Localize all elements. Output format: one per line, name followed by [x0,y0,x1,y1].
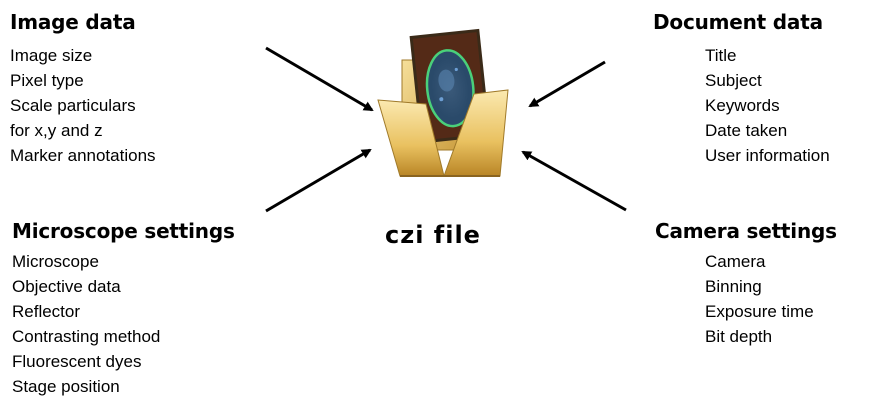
image-data-heading: Image data [10,10,136,34]
arrow-document-data [528,60,606,108]
list-item: Contrasting method [12,327,161,346]
microscope-settings-section: Microscope settings Microscope Objective… [12,219,235,399]
czi-file-label: czi file [385,221,481,249]
list-item: Image size [10,46,93,65]
image-data-section: Image data Image size Pixel type Scale p… [10,10,156,168]
list-item: Title [705,46,737,65]
list-item: Microscope [12,252,99,271]
folder-with-micrograph-icon [377,28,509,177]
camera-settings-list: Camera Binning Exposure time Bit depth [705,249,837,349]
list-item: Exposure time [705,302,814,321]
list-item: Bit depth [705,327,773,346]
document-data-section: Document data Title Subject Keywords Dat… [653,10,830,168]
list-item: Reflector [12,302,81,321]
list-item: Date taken [705,121,788,140]
list-item: for x,y and z [10,121,103,140]
camera-settings-section: Camera settings Camera Binning Exposure … [655,219,837,349]
document-data-heading: Document data [653,10,823,34]
microscope-settings-list: Microscope Objective data Reflector Cont… [12,249,235,399]
list-item: Keywords [705,96,780,115]
arrow-image-data [265,46,374,112]
list-item: Objective data [12,277,121,296]
arrow-camera-settings [521,150,627,212]
list-item: Scale particulars [10,96,136,115]
list-item: Stage position [12,377,120,396]
image-data-list: Image size Pixel type Scale particulars … [10,43,156,168]
microscope-settings-heading: Microscope settings [12,219,235,243]
document-data-list: Title Subject Keywords Date taken User i… [705,43,830,168]
list-item: Fluorescent dyes [12,352,142,371]
list-item: Pixel type [10,71,84,90]
list-item: User information [705,146,830,165]
arrow-microscope-settings [265,148,372,213]
list-item: Camera [705,252,766,271]
camera-settings-heading: Camera settings [655,219,837,243]
list-item: Marker annotations [10,146,156,165]
list-item: Binning [705,277,762,296]
list-item: Subject [705,71,762,90]
